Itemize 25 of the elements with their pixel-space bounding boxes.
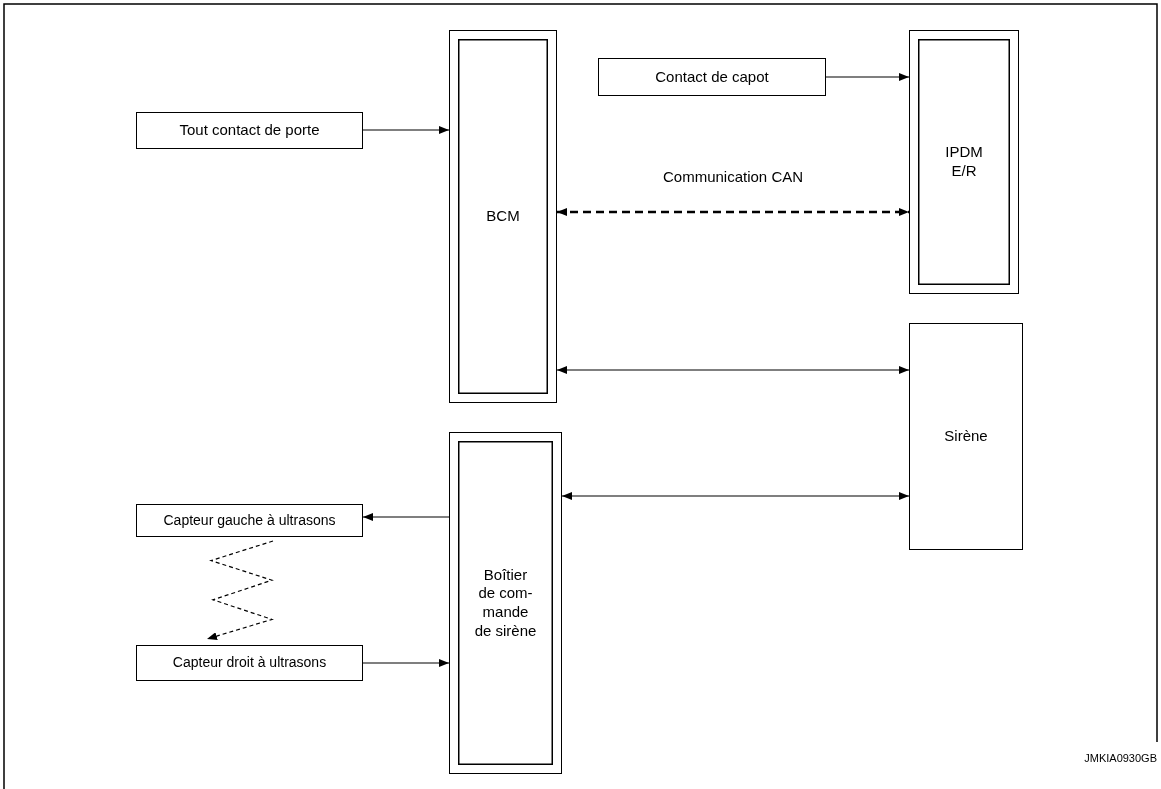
node-label: Contact de capot [655, 67, 769, 87]
arrow [825, 73, 910, 81]
arrow [362, 513, 450, 521]
node-label: Tout contact de porte [179, 121, 320, 140]
arrow [362, 126, 450, 134]
figure-code: JMKIA0930GB [1084, 752, 1157, 764]
component-box [136, 645, 363, 681]
arrow [362, 659, 450, 667]
component-box [909, 323, 1023, 550]
node-label: IPDM E/R [944, 143, 984, 181]
node-label: Boîtier de com- mande de sirène [474, 565, 537, 641]
arrow [561, 492, 910, 500]
node-label: Capteur droit à ultrasons [172, 654, 327, 672]
arrow [206, 540, 274, 640]
module-box [449, 30, 557, 403]
component-box [598, 58, 826, 96]
component-box [136, 504, 363, 537]
component-box [136, 112, 363, 149]
arrow [557, 208, 909, 216]
arrow [556, 366, 910, 374]
node-label: Sirène [944, 427, 988, 446]
module-box [449, 432, 562, 774]
module-box [909, 30, 1019, 294]
node-label: Capteur gauche à ultrasons [163, 511, 336, 530]
node-label: BCM [486, 207, 520, 226]
